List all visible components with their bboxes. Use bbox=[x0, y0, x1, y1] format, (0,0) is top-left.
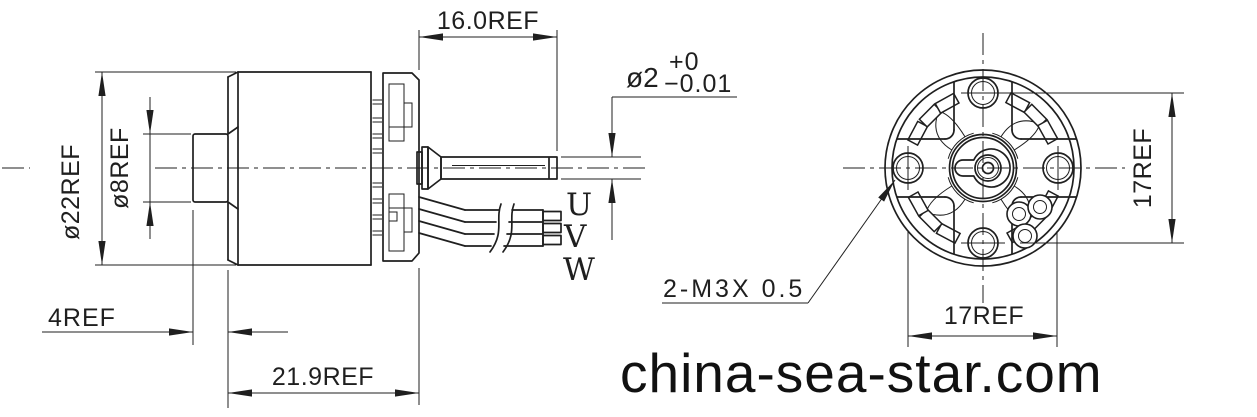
mount-holes bbox=[892, 77, 1074, 259]
dim-boss-length-label: 4REF bbox=[48, 304, 116, 332]
watermark: china-sea-star.com bbox=[620, 342, 1103, 404]
dim-boss-diameter-label: ø8REF bbox=[106, 127, 134, 209]
wire-label-u: U bbox=[566, 187, 592, 223]
front-view: 17REF 17REF 2-M3X 0.5 bbox=[662, 33, 1184, 347]
dim-shaft-diameter: ø2 +0 −0.01 bbox=[561, 48, 737, 240]
vent-slots bbox=[372, 99, 382, 236]
wire-exit-holes bbox=[1006, 194, 1053, 249]
wire-label-v: V bbox=[563, 219, 587, 255]
dim-hole-span-horizontal-label: 17REF bbox=[944, 302, 1024, 330]
dim-hole-span-vertical: 17REF bbox=[1002, 92, 1184, 244]
dim-body-diameter-label: ø22REF bbox=[57, 144, 85, 240]
dim-boss-diameter: ø8REF bbox=[106, 97, 191, 239]
motor-boss bbox=[192, 126, 239, 210]
thread-callout-label: 2-M3X 0.5 bbox=[663, 275, 805, 303]
thread-callout: 2-M3X 0.5 bbox=[662, 179, 896, 304]
motor-wires bbox=[418, 196, 562, 253]
side-view: U V W ø22REF ø8REF 4REF bbox=[2, 7, 737, 408]
motor-mount bbox=[382, 72, 420, 262]
motor-can bbox=[227, 71, 372, 266]
shaft-tolerance-minus: −0.01 bbox=[664, 70, 732, 98]
dim-hole-span-horizontal: 17REF bbox=[907, 231, 1058, 347]
dim-body-length: 21.9REF bbox=[228, 268, 420, 405]
dim-shaft-length: 16.0REF bbox=[418, 7, 558, 151]
wire-label-w: W bbox=[563, 252, 595, 288]
dim-shaft-diameter-label: ø2 bbox=[626, 62, 659, 93]
front-body bbox=[884, 69, 1082, 267]
dim-body-diameter: ø22REF bbox=[57, 71, 236, 266]
shaft-tolerance-plus: +0 bbox=[669, 48, 700, 76]
dim-body-length-label: 21.9REF bbox=[272, 363, 374, 391]
dim-shaft-length-label: 16.0REF bbox=[437, 7, 539, 35]
wire-labels: U V W bbox=[563, 187, 595, 288]
motor-shaft bbox=[416, 146, 558, 190]
dim-boss-length: 4REF bbox=[42, 210, 288, 408]
dim-hole-span-vertical-label: 17REF bbox=[1129, 128, 1157, 208]
hub bbox=[948, 133, 1018, 203]
mount-cross bbox=[896, 81, 1077, 255]
